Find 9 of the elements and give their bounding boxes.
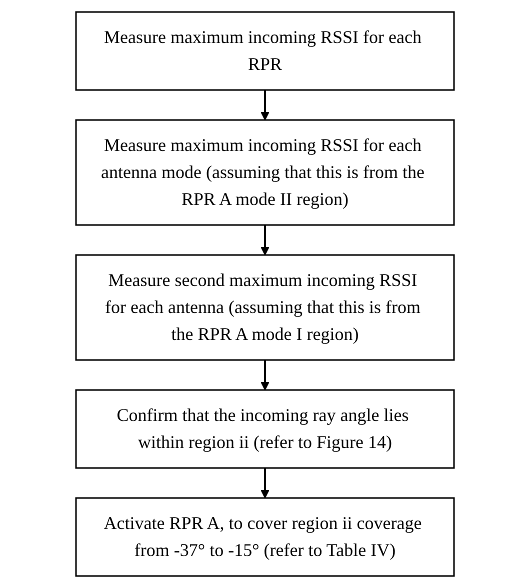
arrow: [260, 90, 270, 120]
node-box: Measure maximum incoming RSSI for each antenna mode (assuming that this is from the RPR A mode II region): [75, 118, 455, 226]
arrow: [260, 360, 270, 390]
node-box: Activate RPR A, to cover region ii coverage from -37° to -15° (refer to Table IV): [75, 496, 455, 576]
node-box: Measure maximum incoming RSSI for each RPR: [75, 10, 455, 90]
arrow: [260, 468, 270, 498]
node-box: Measure second maximum incoming RSSI for each antenna (assuming that this is from the RPR A mode I region): [75, 254, 455, 360]
arrow: [260, 224, 270, 255]
node-box: Confirm that the incoming ray angle lies within region ii (refer to Figure 14): [75, 388, 455, 468]
